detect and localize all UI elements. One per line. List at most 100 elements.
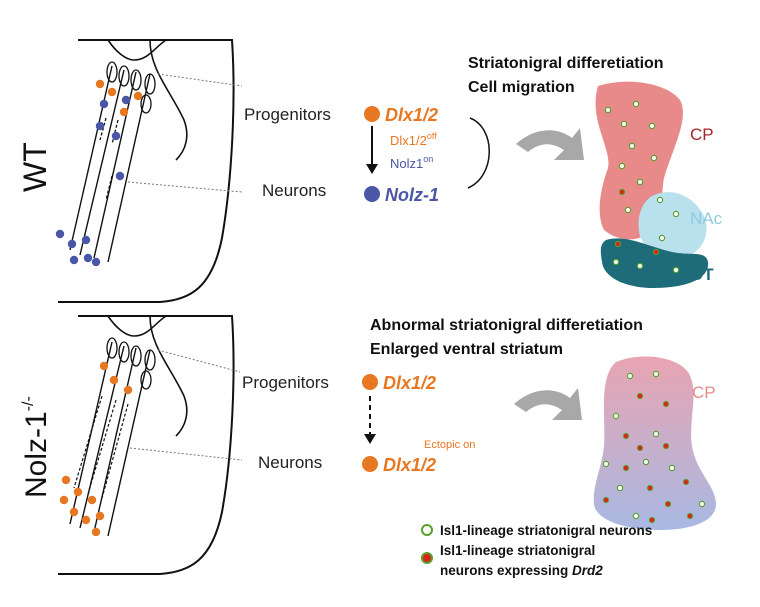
wt-fiber-loop [144, 73, 156, 95]
wt-isl1-cell [612, 258, 620, 266]
mutant-isl1-cell [612, 412, 620, 420]
wt-neuron-cell [81, 235, 91, 245]
wt-neuron-dot [364, 186, 380, 202]
wt-neuron-cell [69, 255, 79, 265]
mutant-brain-outline [58, 315, 235, 575]
mutant-progenitor-cell [95, 511, 105, 521]
wt-gene-progenitor: Dlx1/2 [385, 105, 438, 125]
mutant-drd2-cell [622, 432, 630, 440]
wt-progenitor-cell [119, 107, 129, 117]
wt-progenitor-cell [133, 91, 143, 101]
mutant-fiber-loop [140, 370, 152, 390]
wt-neuron-cell [67, 239, 77, 249]
wt-feedback-arc [467, 117, 490, 189]
mutant-drd2-cell [622, 464, 630, 472]
legend: Isl1-lineage striatonigral neurons Isl1-… [421, 523, 652, 578]
wt-title-line1: Striatonigral differetiation [468, 55, 664, 72]
mutant-drd2-cell [646, 484, 654, 492]
mutant-drd2-cell [686, 512, 694, 520]
mutant-progenitor-cell [59, 495, 69, 505]
wt-neuron-cell [111, 131, 121, 141]
wt-radial-fiber [79, 69, 125, 256]
wt-neuron-cell [55, 229, 65, 239]
mutant-gene-progenitor: Dlx1/2 [383, 373, 436, 393]
mutant-progenitor-cell [91, 527, 101, 537]
mutant-isl1-cell [632, 512, 640, 520]
wt-region-nac-label: NAc [690, 209, 723, 228]
mutant-radial-fiber [79, 345, 125, 529]
mutant-fiber-loop [130, 345, 142, 367]
wt-guide-line [157, 73, 243, 87]
wt-isl1-cell [648, 122, 656, 130]
mutant-migration-arrow [101, 403, 129, 499]
mutant-isl1-cell [642, 458, 650, 466]
mutant-drd2-cell [662, 442, 670, 450]
mutant-isl1-cell [626, 372, 634, 380]
wt-neuron-cell [95, 121, 105, 131]
wt-isl1-cell [636, 178, 644, 186]
wt-guide-line [127, 181, 243, 193]
wt-region-nac [638, 192, 707, 259]
mutant-guide-line [129, 447, 243, 461]
wt-migration-arrow [99, 117, 107, 141]
wt-migration-arrow [105, 175, 113, 201]
mutant-progenitor-cell [69, 507, 79, 517]
mutant-progenitors-label: Progenitors [242, 373, 329, 392]
wt-ventricle [107, 39, 167, 61]
wt-neuron-cell [99, 99, 109, 109]
mutant-fiber-loop [106, 337, 118, 359]
mutant-progenitor-cell [87, 495, 97, 505]
wt-drd2-cell [652, 248, 660, 256]
mutant-isl1-cell [668, 464, 676, 472]
wt-radial-fiber [69, 65, 113, 251]
mutant-ventricle-inner [149, 315, 188, 437]
mutant-drd2-cell [648, 516, 656, 524]
wt-fiber-loop [106, 61, 118, 83]
wt-neuron-cell [91, 257, 101, 267]
wt-isl1-cell [618, 162, 626, 170]
mutant-gene-neuron: Dlx1/2 [383, 455, 436, 475]
mutant-region-striatum [593, 356, 716, 530]
wt-title-line2: Cell migration [468, 79, 575, 96]
legend-item2-line2: neurons expressing Drd2 [440, 563, 603, 578]
mutant-brain-section [58, 315, 235, 575]
mutant-region-cp-label: CP [692, 383, 716, 402]
legend-drd2-marker [421, 552, 433, 564]
wt-brain-outline [58, 39, 235, 303]
wt-isl1-cell [656, 196, 664, 204]
wt-isl1-cell [672, 266, 680, 274]
mutant-ectopic-label: Ectopic on [424, 439, 475, 451]
wt-isl1-cell [628, 142, 636, 150]
mutant-drd2-cell [662, 400, 670, 408]
mutant-isl1-cell [602, 460, 610, 468]
mutant-progenitor-cell [81, 515, 91, 525]
mutant-guide-line [157, 349, 241, 373]
legend-item1-label: Isl1-lineage striatonigral neurons [440, 523, 652, 538]
mutant-progenitor-cell [123, 385, 133, 395]
wt-fiber-loop [118, 65, 130, 87]
mutant-progenitor-cell [99, 361, 109, 371]
wt-progenitor-cell [95, 79, 105, 89]
mutant-neuron-dot [362, 456, 378, 472]
wt-radial-fiber [107, 73, 151, 263]
wt-isl1-cell [624, 206, 632, 214]
wt-regulation-nolz: Nolz1on [390, 154, 433, 171]
wt-isl1-cell [636, 262, 644, 270]
mutant-isl1-cell [616, 484, 624, 492]
wt-neuron-cell [83, 253, 93, 263]
wt-transition-arrow [516, 128, 584, 160]
mutant-ventricle [107, 315, 167, 337]
wt-differentiation-arrowhead [366, 164, 378, 174]
wt-neuron-cell [121, 95, 131, 105]
wt-isl1-cell [672, 210, 680, 218]
wt-neurons-label: Neurons [262, 181, 326, 200]
wt-fiber-loop [130, 69, 142, 91]
wt-radial-fiber [93, 71, 137, 259]
mutant-radial-fiber [107, 349, 151, 537]
mutant-isl1-cell [652, 430, 660, 438]
mutant-progenitor-cell [61, 475, 71, 485]
wt-isl1-cell [632, 100, 640, 108]
wt-regulation-dlx: Dlx1/2off [390, 131, 437, 148]
